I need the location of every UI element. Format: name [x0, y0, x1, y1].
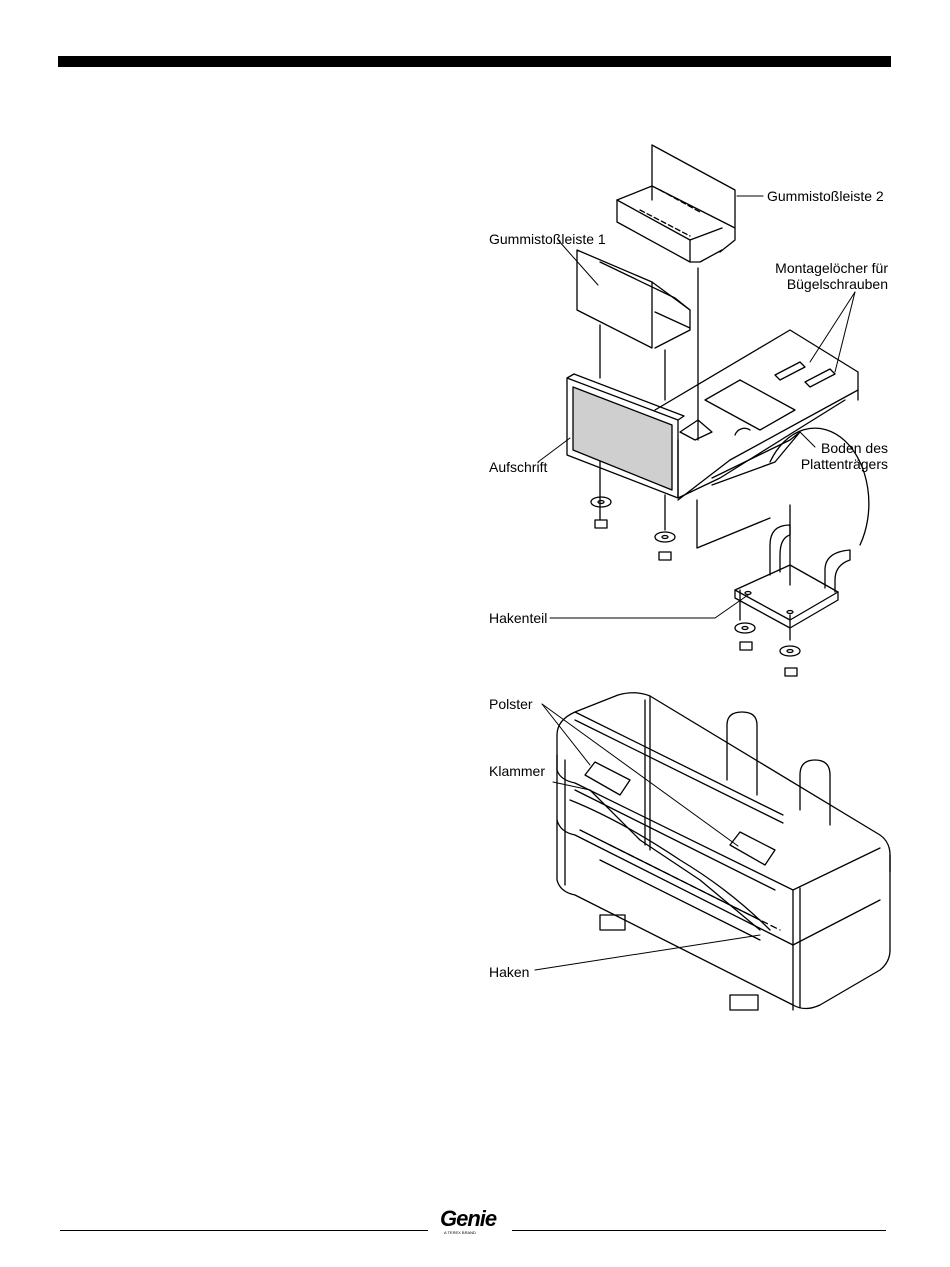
genie-logo: Genie A TEREX BRAND: [440, 1208, 508, 1238]
hook-part-drawing: [735, 525, 850, 628]
label-tray-base-line2: Plattenträgers: [768, 456, 888, 473]
footer-rule-left: [60, 1230, 428, 1231]
label-mounting-holes-line2: Bügelschrauben: [740, 276, 888, 293]
label-bumper-1: Gummistoßleiste 1: [489, 231, 606, 248]
footer-rule-right: [512, 1230, 886, 1231]
label-hook: Haken: [489, 964, 529, 981]
label-bumper-2: Gummistoßleiste 2: [767, 188, 884, 205]
tray-base-drawing: [655, 330, 869, 545]
leader-lines: [535, 196, 855, 970]
label-decal: Aufschrift: [489, 459, 547, 476]
platform-cage-drawing: [557, 693, 890, 1010]
label-clamp: Klammer: [489, 763, 545, 780]
label-tray-base-line1: Boden des: [768, 440, 888, 457]
logo-wordmark: Genie: [440, 1208, 508, 1230]
washers-and-nuts: [591, 497, 800, 676]
label-mounting-holes-line1: Montagelöcher für: [740, 260, 888, 277]
bumper-1-drawing: [577, 250, 690, 348]
label-hook-part: Hakenteil: [489, 610, 547, 627]
bumper-2-drawing: [617, 145, 735, 262]
label-pad: Polster: [489, 696, 533, 713]
decal-plate-drawing: [567, 374, 684, 498]
